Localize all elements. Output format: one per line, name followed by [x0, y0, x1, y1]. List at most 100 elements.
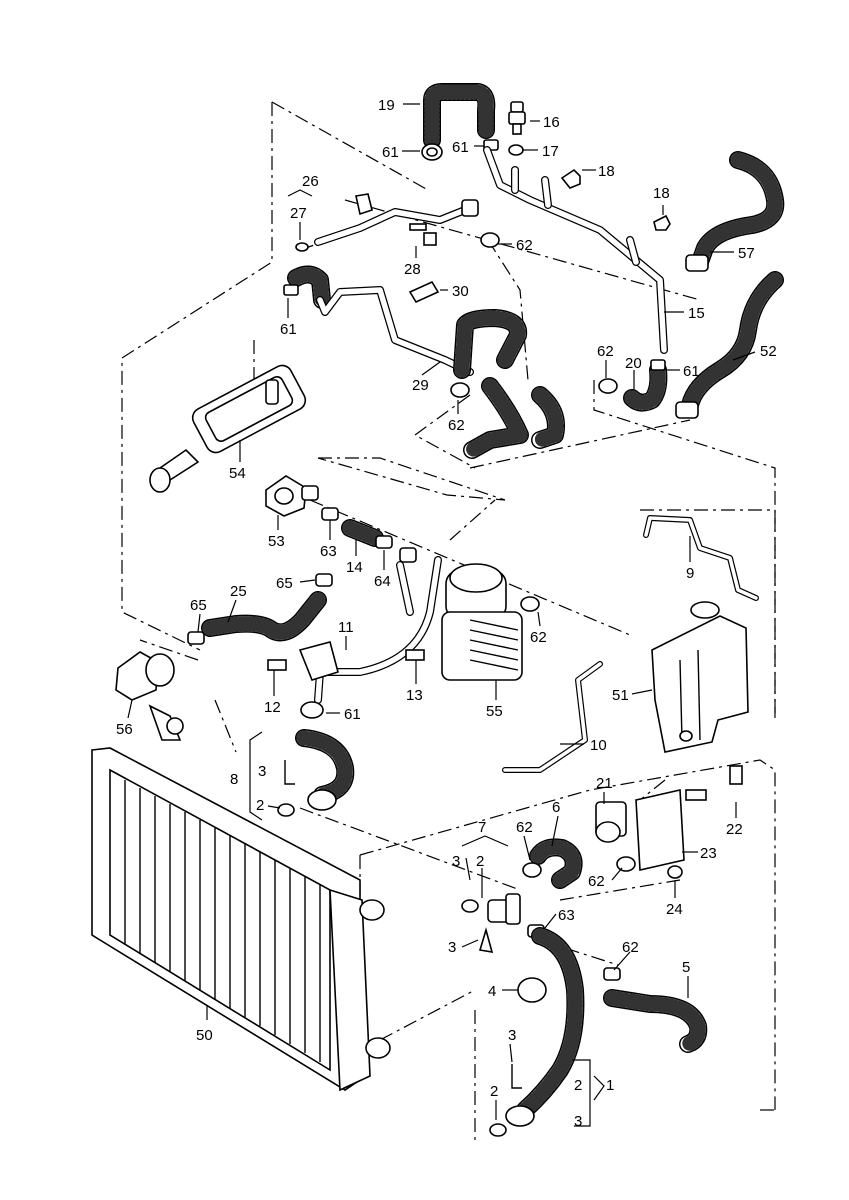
bolt-22[interactable] — [685, 765, 743, 801]
coolant-hose-29-long[interactable] — [453, 309, 528, 379]
hose-clamp-64[interactable] — [375, 535, 393, 549]
nut-24[interactable] — [667, 865, 683, 879]
hose-clamp-65-lower[interactable] — [187, 631, 205, 645]
callout-29: 29 — [412, 377, 429, 394]
bracket-30[interactable] — [408, 280, 440, 304]
expansion-tank-51[interactable] — [651, 601, 749, 753]
callout-20: 20 — [625, 355, 642, 372]
coolant-hose-20[interactable] — [623, 361, 668, 412]
hose-clamp-61-lower[interactable] — [300, 701, 324, 719]
retaining-clip-3-b — [478, 927, 494, 953]
leader-lines — [127, 103, 756, 1127]
callout-21: 21 — [596, 775, 613, 792]
callout-16: 16 — [543, 114, 560, 131]
vent-pipe-9[interactable] — [643, 515, 759, 601]
coolant-hose-5[interactable] — [603, 989, 708, 1053]
seal-ring-27 — [295, 242, 309, 252]
coolant-pipe-29[interactable] — [316, 286, 474, 376]
callout-13: 13 — [406, 687, 423, 704]
hose-clamp-62-top[interactable] — [480, 232, 500, 248]
coolant-hose-19[interactable] — [423, 83, 496, 149]
callout-53: 53 — [268, 533, 285, 550]
coolant-pipe-26[interactable] — [314, 206, 469, 246]
seal-ring-17 — [508, 144, 524, 156]
hose-clamp-62-pump-a[interactable] — [522, 862, 542, 878]
hose-clamp-62-pump-b[interactable] — [616, 856, 636, 872]
callout-3: 3 — [448, 939, 456, 956]
coolant-hose-8[interactable] — [295, 729, 355, 804]
coolant-pipe-15[interactable] — [483, 146, 668, 354]
callout-25: 25 — [230, 583, 247, 600]
callout-14: 14 — [346, 559, 363, 576]
quick-coupling-57[interactable] — [685, 254, 709, 272]
bolt-13[interactable] — [405, 649, 425, 661]
coolant-pipe-11[interactable] — [314, 556, 442, 704]
callout-62: 62 — [516, 819, 533, 836]
callout-19: 19 — [378, 97, 395, 114]
thermostat-56[interactable] — [115, 651, 184, 741]
connector-14-end — [399, 547, 417, 563]
callout-12: 12 — [264, 699, 281, 716]
bracket-23[interactable] — [635, 789, 685, 871]
callout-64: 64 — [374, 573, 391, 590]
coolant-hose-57[interactable] — [691, 151, 785, 271]
bracket-26 — [355, 193, 373, 216]
bleeder-screw-18-a[interactable] — [560, 168, 581, 189]
hose-clamp-65-upper[interactable] — [315, 573, 333, 587]
callout-63: 63 — [320, 543, 337, 560]
retaining-clip-3-a — [284, 760, 295, 785]
callout-22: 22 — [726, 821, 743, 838]
coolant-hose-52[interactable] — [681, 271, 784, 414]
callout-28: 28 — [404, 261, 421, 278]
callout-57: 57 — [738, 245, 755, 262]
hose-connector-8[interactable] — [307, 789, 337, 811]
coolant-connector-7[interactable] — [487, 893, 521, 925]
callout-15: 15 — [688, 305, 705, 322]
hose-clamp-63-a[interactable] — [321, 507, 339, 521]
bolt-28[interactable] — [409, 223, 437, 246]
o-ring-2-b — [461, 899, 479, 913]
callout-3: 3 — [258, 763, 266, 780]
quick-coupling-52[interactable] — [675, 401, 699, 419]
radiator-50[interactable] — [91, 747, 391, 1092]
hose-clamp-4[interactable] — [517, 977, 547, 1003]
hose-clamp-61-left[interactable] — [283, 284, 299, 296]
egr-cooler-54[interactable] — [149, 362, 309, 493]
callout-7: 7 — [478, 819, 486, 836]
thermostat-housing-53[interactable] — [265, 475, 319, 517]
coolant-hose-14[interactable] — [341, 519, 384, 547]
callout-55: 55 — [486, 703, 503, 720]
hose-clamp-62-oilfilter[interactable] — [520, 596, 540, 612]
vent-pipe-10[interactable] — [502, 661, 603, 773]
callout-9: 9 — [686, 565, 694, 582]
callout-3: 3 — [574, 1113, 582, 1130]
coolant-hose-29-short[interactable] — [287, 265, 331, 309]
coolant-pump-21[interactable] — [595, 801, 627, 843]
bleeder-screw-18-b[interactable] — [653, 214, 671, 231]
temperature-sender-16[interactable] — [508, 101, 526, 135]
callout-23: 23 — [700, 845, 717, 862]
hose-clamp-61-right[interactable] — [650, 359, 666, 371]
coolant-hose-1[interactable] — [516, 927, 585, 1119]
hose-clamp-62-bottom[interactable] — [603, 967, 621, 981]
callout-17: 17 — [542, 143, 559, 160]
bolt-12[interactable] — [267, 659, 287, 671]
callout-51: 51 — [612, 687, 629, 704]
coolant-hose-25[interactable] — [201, 591, 327, 642]
callout-61: 61 — [382, 144, 399, 161]
callout-3: 3 — [508, 1027, 516, 1044]
callout-26: 26 — [302, 173, 319, 190]
callout-50: 50 — [196, 1027, 213, 1044]
hose-clamp-62-mid[interactable] — [450, 382, 470, 398]
oil-filter-housing-55[interactable] — [441, 563, 523, 681]
hose-clamp-61-top-left[interactable] — [421, 143, 443, 161]
callout-63: 63 — [558, 907, 575, 924]
callout-8: 8 — [230, 771, 238, 788]
hose-connector-1[interactable] — [505, 1105, 535, 1127]
hose-clamp-62-right[interactable] — [598, 378, 618, 394]
o-ring-2-c — [489, 1123, 507, 1137]
coolant-hose-6[interactable] — [529, 838, 583, 889]
coolant-hose-lower-y[interactable] — [463, 377, 565, 459]
callout-61: 61 — [452, 139, 469, 156]
